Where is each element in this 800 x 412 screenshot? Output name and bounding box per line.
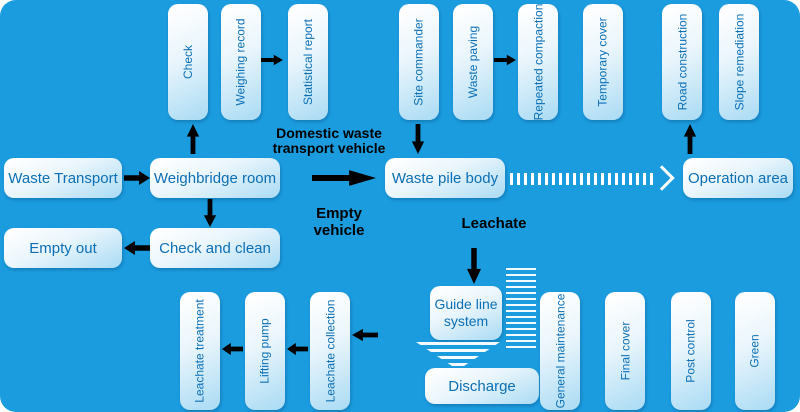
box-guide-line-system: Guide line system [430,286,502,340]
arrow-right-icon [261,54,283,66]
box-post-control: Post control [671,292,711,410]
box-site-commander-label: Site commander [412,18,426,106]
box-green-label: Green [747,334,762,368]
box-weighing-record-label: Weighing record [234,18,249,106]
box-slope-remediation: Slope remediation [719,4,759,120]
striped-connector [506,268,536,348]
arrow-right-icon [312,170,376,186]
box-leachate-collection: Leachate collection [310,292,350,410]
box-weighbridge-room: Weighbridge room [150,158,280,198]
box-post-control-label: Post control [684,319,698,383]
box-statistical-report-label: Statistical report [301,18,316,106]
box-check-and-clean-label: Check and clean [159,239,271,257]
box-final-cover: Final cover [605,292,645,410]
box-discharge: Discharge [425,368,539,404]
box-slope-remediation-label: Slope remediation [732,13,747,111]
outbound-flow-label: Empty vehicle [313,205,365,239]
box-lifting-pump-label: Lifting pump [258,318,272,384]
box-leachate-treatment: Leachate treatment [180,292,220,410]
box-leachate-treatment-label: Leachate treatment [193,299,207,403]
box-weighing-record: Weighing record [221,4,261,120]
box-repeated-compaction-label: Repeated compaction [531,3,545,121]
box-waste-paving: Waste paving [453,4,493,120]
box-empty-out-label: Empty out [29,239,97,257]
box-operation-area-label: Operation area [687,169,789,187]
box-site-commander: Site commander [399,4,439,120]
box-waste-transport-label: Waste Transport [8,169,118,187]
box-check-and-clean: Check and clean [150,228,280,268]
arrow-down-icon [203,199,217,227]
arrow-left-icon [352,328,378,342]
box-road-construction-label: Road construction [675,13,690,111]
box-temporary-cover: Temporary cover [583,4,623,120]
arrow-left-icon [124,240,150,256]
dashed-arrow-body [510,173,656,185]
box-repeated-compaction: Repeated compaction [518,4,558,120]
arrow-right-icon [124,170,150,186]
arrow-up-icon [683,124,697,154]
box-final-cover-label: Final cover [618,321,632,381]
arrow-left-icon [287,342,308,356]
arrow-right-icon [494,54,516,66]
box-check-label: Check [180,44,195,80]
box-guide-line-system-label: Guide line system [434,295,498,330]
box-discharge-label: Discharge [448,377,516,395]
box-operation-area: Operation area [683,158,793,198]
box-waste-transport: Waste Transport [4,158,122,198]
box-temporary-cover-label: Temporary cover [596,17,610,107]
box-statistical-report: Statistical report [288,4,328,120]
box-check: Check [168,4,208,120]
arrow-up-icon [186,124,200,154]
inbound-flow-label: Domestic waste transport vehicle [272,125,386,157]
hatched-down-arrow-icon [416,342,500,370]
box-waste-paving-label: Waste paving [466,25,481,99]
dashed-arrow-head-icon [649,165,675,191]
arrow-down-icon [466,248,482,284]
box-leachate-collection-label: Leachate collection [323,299,337,403]
box-general-maintenance-label: General maintenance [553,293,567,409]
box-road-construction: Road construction [662,4,702,120]
box-empty-out: Empty out [4,228,122,268]
box-lifting-pump: Lifting pump [245,292,285,410]
box-general-maintenance: General maintenance [540,292,580,410]
leachate-flow-label: Leachate [461,215,527,232]
box-waste-pile-body: Waste pile body [385,158,505,198]
box-weighbridge-room-label: Weighbridge room [153,169,277,187]
arrow-down-icon [411,124,425,154]
box-green: Green [735,292,775,410]
box-waste-pile-body-label: Waste pile body [391,169,499,187]
arrow-left-icon [222,342,243,356]
